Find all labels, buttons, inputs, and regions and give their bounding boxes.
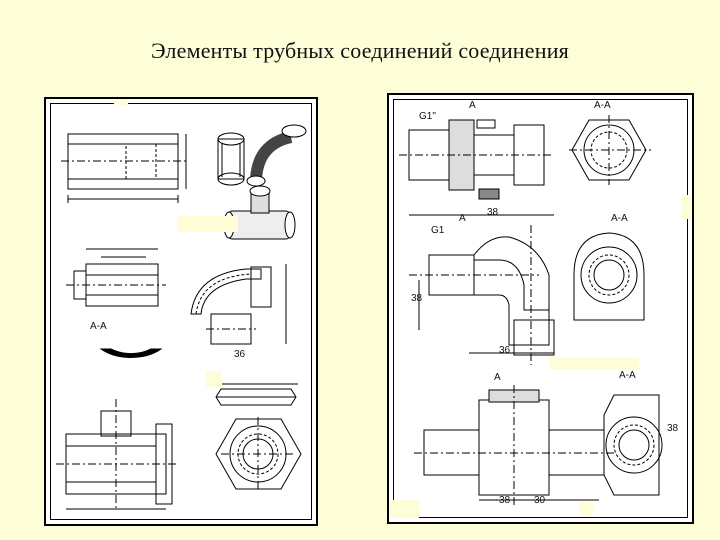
thread-label-mid: G1: [431, 225, 445, 236]
dimension-label-mid-vertical: 38: [411, 293, 423, 304]
dimension-label-bottom-1: 38: [499, 495, 511, 506]
section-label-aa: А-А: [90, 321, 107, 332]
section-label-aa-mid: А-А: [611, 213, 628, 224]
thread-label-top: G1": [419, 111, 436, 122]
dimension-label-bottom-2: 30: [534, 495, 546, 506]
pipe-fittings-drawing-left: [56, 124, 307, 510]
right-drawing-sheet: G1" А-А А 38 G1 А-А А 38 36 А-А А 38 30 …: [387, 93, 694, 524]
dimension-label-bottom-vertical: 38: [667, 423, 679, 434]
dimension-label: 36: [234, 349, 246, 360]
left-drawing-sheet: А-А 36: [44, 97, 318, 526]
slide-title: Элементы трубных соединений соединения: [151, 38, 569, 63]
dimension-label-mid-horizontal: 36: [499, 345, 511, 356]
section-label-aa-top: А-А: [594, 100, 611, 111]
cut-label-a-bottom: А: [494, 372, 501, 383]
cut-label-a-mid: А: [459, 213, 466, 224]
section-label-aa-bottom: А-А: [619, 370, 636, 381]
cut-label-a-top: А: [469, 100, 476, 111]
dimension-label-top: 38: [487, 207, 499, 218]
pipe-fittings-drawing-right: [399, 115, 663, 505]
